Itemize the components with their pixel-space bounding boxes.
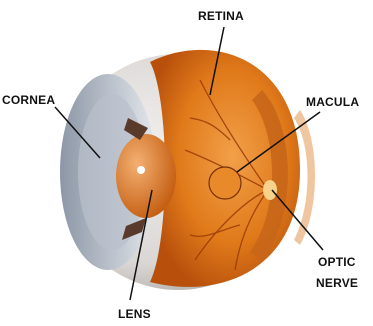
cornea-label: CORNEA: [2, 93, 55, 107]
optic-label-line2: NERVE: [316, 276, 358, 290]
lens-shape: [116, 134, 176, 218]
lens-label: LENS: [118, 307, 151, 321]
macula-label: MACULA: [306, 95, 359, 109]
optic-disc: [263, 180, 277, 200]
lens-highlight: [137, 166, 145, 174]
retina-label: RETINA: [198, 9, 244, 23]
macula-spot: [209, 167, 241, 199]
optic-label-line1: OPTIC: [318, 255, 356, 269]
